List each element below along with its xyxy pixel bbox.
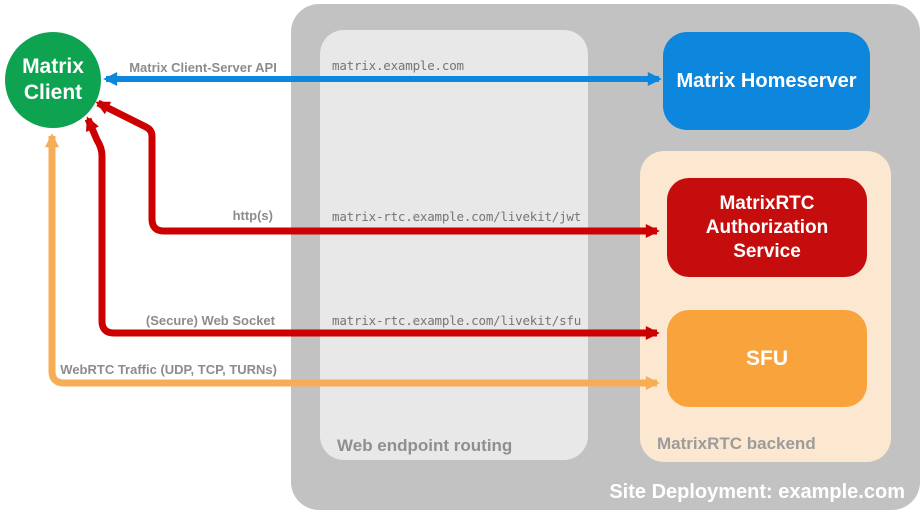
web-endpoint-routing-label: Web endpoint routing	[337, 436, 513, 455]
client-server-api-label: Matrix Client-Server API	[129, 60, 277, 75]
webrtc-label: WebRTC Traffic (UDP, TCP, TURNs)	[60, 362, 277, 377]
matrix-client-node: Matrix Client	[5, 32, 101, 128]
matrix-homeserver-node: Matrix Homeserver	[663, 32, 870, 130]
route-matrix-endpoint: matrix.example.com	[332, 58, 464, 73]
site-deployment-label: Site Deployment: example.com	[609, 481, 905, 503]
auth-service-node: MatrixRTC Authorization Service	[667, 178, 867, 277]
route-livekit-sfu-endpoint: matrix-rtc.example.com/livekit/sfu	[332, 313, 582, 328]
sfu-node: SFU	[667, 310, 867, 407]
web-endpoint-routing-box	[320, 30, 588, 460]
https-label: http(s)	[232, 208, 273, 223]
route-livekit-jwt-endpoint: matrix-rtc.example.com/livekit/jwt	[332, 209, 582, 224]
websocket-label: (Secure) Web Socket	[145, 313, 275, 328]
matrixrtc-backend-label: MatrixRTC backend	[657, 434, 816, 453]
